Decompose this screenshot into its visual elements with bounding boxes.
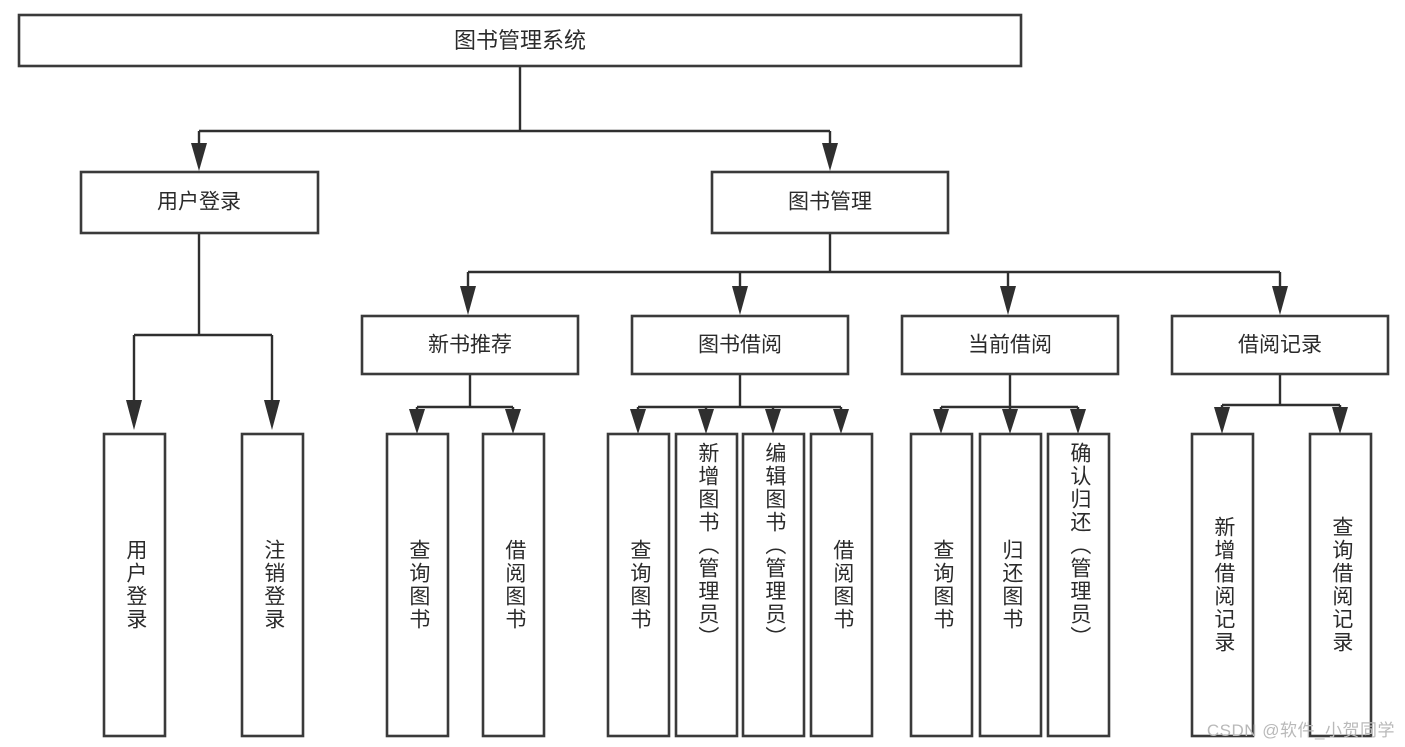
node-label-book-borrow: 图书借阅 xyxy=(698,334,782,357)
node-box-book-borrow[interactable] xyxy=(630,314,850,376)
arrow-head-current-borrow xyxy=(1000,286,1016,315)
arrow-head-leaf-query-book-cb xyxy=(933,409,949,434)
leaf-box-user-login[interactable] xyxy=(102,432,167,738)
connectors-layer xyxy=(126,66,1348,434)
arrow-head-leaf-borrow-book-bb xyxy=(833,409,849,434)
leaf-box-bb-edit-book[interactable] xyxy=(741,432,806,738)
node-label-book-manage: 图书管理 xyxy=(788,191,872,214)
arrow-head-leaf-add-book xyxy=(698,409,714,434)
arrow-head-user-login xyxy=(191,143,207,171)
arrow-head-leaf-query-book-nb xyxy=(409,409,425,434)
leaf-box-cb-return-book[interactable] xyxy=(978,432,1043,738)
arrow-head-leaf-add-record xyxy=(1214,407,1230,434)
arrow-head-leaf-query-record xyxy=(1332,407,1348,434)
watermark-text: CSDN @软件_小贺同学 xyxy=(1206,721,1395,740)
node-label-new-book: 新书推荐 xyxy=(428,334,512,357)
node-label-root: 图书管理系统 xyxy=(454,28,586,53)
leaf-box-bb-add-book[interactable] xyxy=(674,432,739,738)
leaf-box-nb-query-book[interactable] xyxy=(385,432,450,738)
leaf-box-bb-borrow-book[interactable] xyxy=(809,432,874,738)
arrow-head-borrow-record xyxy=(1272,286,1288,315)
leaf-box-bb-query-book[interactable] xyxy=(606,432,671,738)
arrow-head-leaf-borrow-book-nb xyxy=(505,409,521,434)
arrow-head-book-manage xyxy=(822,143,838,171)
arrow-head-leaf-user-login xyxy=(126,400,142,430)
arrow-head-leaf-return-book xyxy=(1002,409,1018,434)
node-box-book-manage[interactable] xyxy=(710,170,950,235)
node-box-root[interactable] xyxy=(17,13,1023,68)
leaf-box-logout[interactable] xyxy=(240,432,305,738)
nodes-layer: 图书管理系统 用户登录 图书管理 新书推荐 图书借阅 当前借阅 借阅记录 xyxy=(17,13,1390,738)
arrow-head-leaf-query-book-bb xyxy=(630,409,646,434)
node-label-user-login: 用户登录 xyxy=(157,191,241,214)
leaf-box-br-add-record[interactable] xyxy=(1190,432,1255,738)
node-box-borrow-record[interactable] xyxy=(1170,314,1390,376)
arrow-head-leaf-logout xyxy=(264,400,280,430)
arrow-head-leaf-confirm-return xyxy=(1070,409,1086,434)
leaf-box-cb-confirm-return[interactable] xyxy=(1046,432,1111,738)
leaf-box-nb-borrow-book[interactable] xyxy=(481,432,546,738)
leaf-box-cb-query-book[interactable] xyxy=(909,432,974,738)
node-label-current-borrow: 当前借阅 xyxy=(968,334,1052,357)
arrow-head-leaf-edit-book xyxy=(765,409,781,434)
node-box-current-borrow[interactable] xyxy=(900,314,1120,376)
leaf-box-br-query-record[interactable] xyxy=(1308,432,1373,738)
arrow-head-book-borrow xyxy=(732,286,748,315)
node-box-new-book[interactable] xyxy=(360,314,580,376)
arrow-head-new-book xyxy=(460,286,476,315)
node-box-user-login[interactable] xyxy=(79,170,320,235)
node-label-borrow-record: 借阅记录 xyxy=(1238,334,1322,357)
